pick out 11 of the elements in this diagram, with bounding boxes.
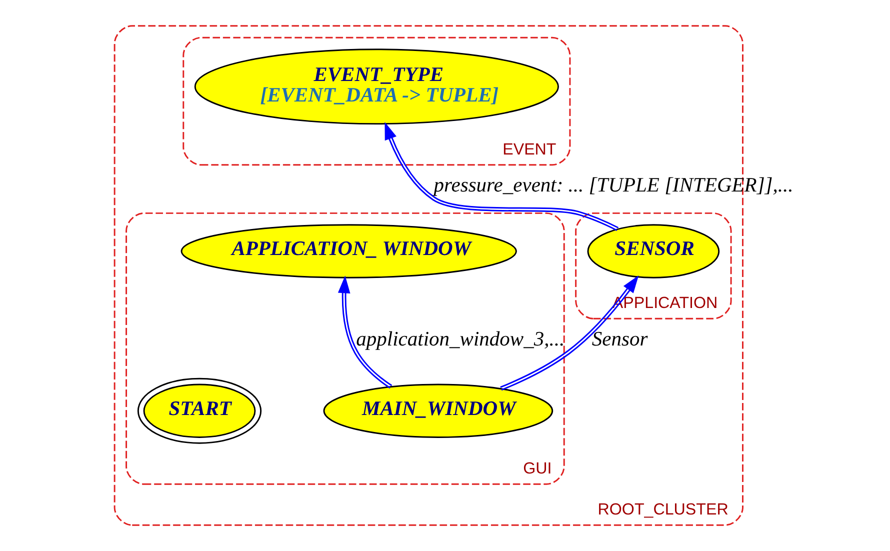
node-ellipse: MAIN_WINDOW [322, 384, 553, 438]
edge-label: application_window_3,... [356, 328, 564, 350]
edge-label: Sensor [591, 328, 648, 350]
arrow [500, 275, 638, 391]
node-ellipse: SENSOR [586, 224, 720, 278]
arrow [337, 276, 392, 389]
node-ellipse: EVENT_TYPE [EVENT_DATA -> TUPLE] [194, 48, 558, 125]
node-ellipse: APPLICATION_ WINDOW [180, 224, 516, 278]
node-ellipse: START [136, 378, 262, 444]
arrow [384, 122, 618, 232]
edge-label: pressure_event: ... [TUPLE [INTEGER]],... [433, 174, 793, 197]
